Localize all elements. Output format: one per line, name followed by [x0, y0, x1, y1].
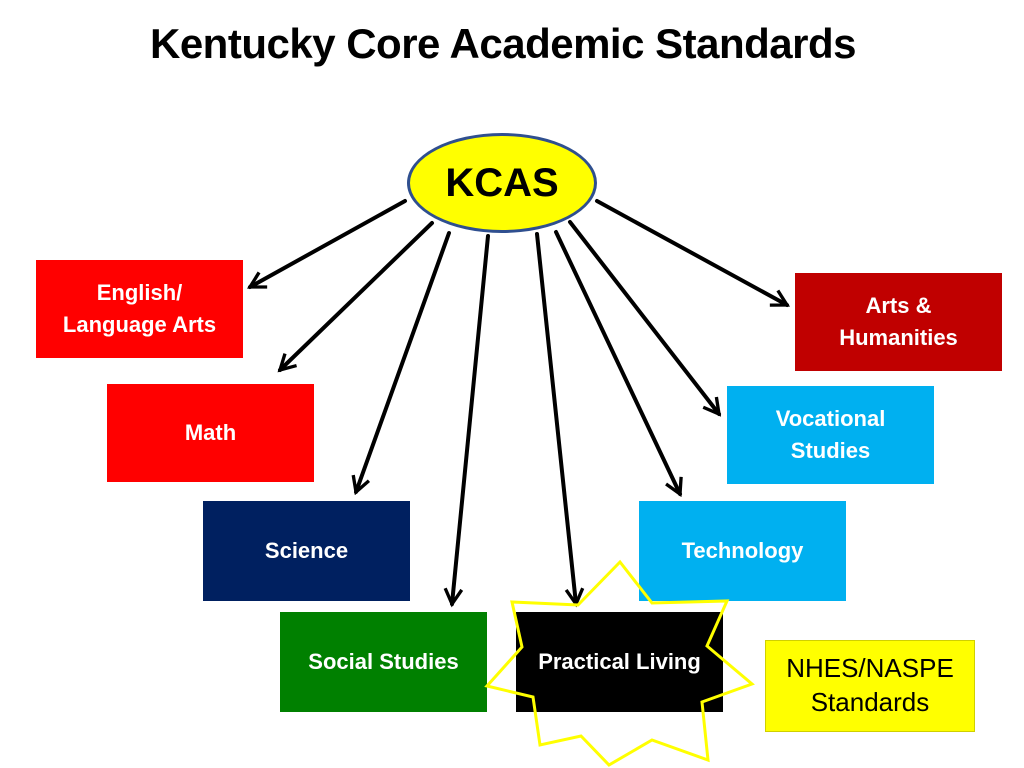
box-label: Arts & Humanities — [839, 293, 958, 350]
box-practical-living: Practical Living — [516, 612, 723, 712]
box-label: Science — [264, 538, 349, 564]
box-technology: Technology — [639, 501, 846, 601]
box-label: Social Studies — [308, 649, 459, 675]
box-social-studies: Social Studies — [280, 612, 487, 712]
box-label: Math — [184, 420, 237, 446]
box-label: English/ Language Arts — [62, 280, 217, 337]
nhes-naspe-callout: NHES/NASPE Standards — [765, 640, 975, 732]
callout-label: NHES/NASPE Standards — [786, 653, 954, 717]
arrow-to-technology — [554, 230, 680, 494]
arrow-to-social-studies — [452, 234, 490, 604]
box-label: Vocational Studies — [775, 406, 886, 463]
arrow-to-practical-living — [535, 232, 576, 604]
page-title: Kentucky Core Academic Standards — [149, 20, 857, 67]
arrow-to-science — [356, 231, 451, 492]
arrow-to-math — [280, 221, 434, 370]
box-math: Math — [107, 384, 314, 482]
box-label: Technology — [681, 538, 804, 564]
box-english-language-arts: English/ Language Arts — [36, 260, 243, 358]
box-arts-humanities: Arts & Humanities — [795, 273, 1002, 371]
box-science: Science — [203, 501, 410, 601]
arrow-to-vocational — [568, 220, 719, 414]
box-label: Practical Living — [538, 649, 701, 675]
box-vocational-studies: Vocational Studies — [727, 386, 934, 484]
arrow-to-arts — [595, 199, 787, 307]
arrow-to-ela — [250, 199, 407, 289]
kcas-hub: KCAS — [407, 133, 597, 233]
